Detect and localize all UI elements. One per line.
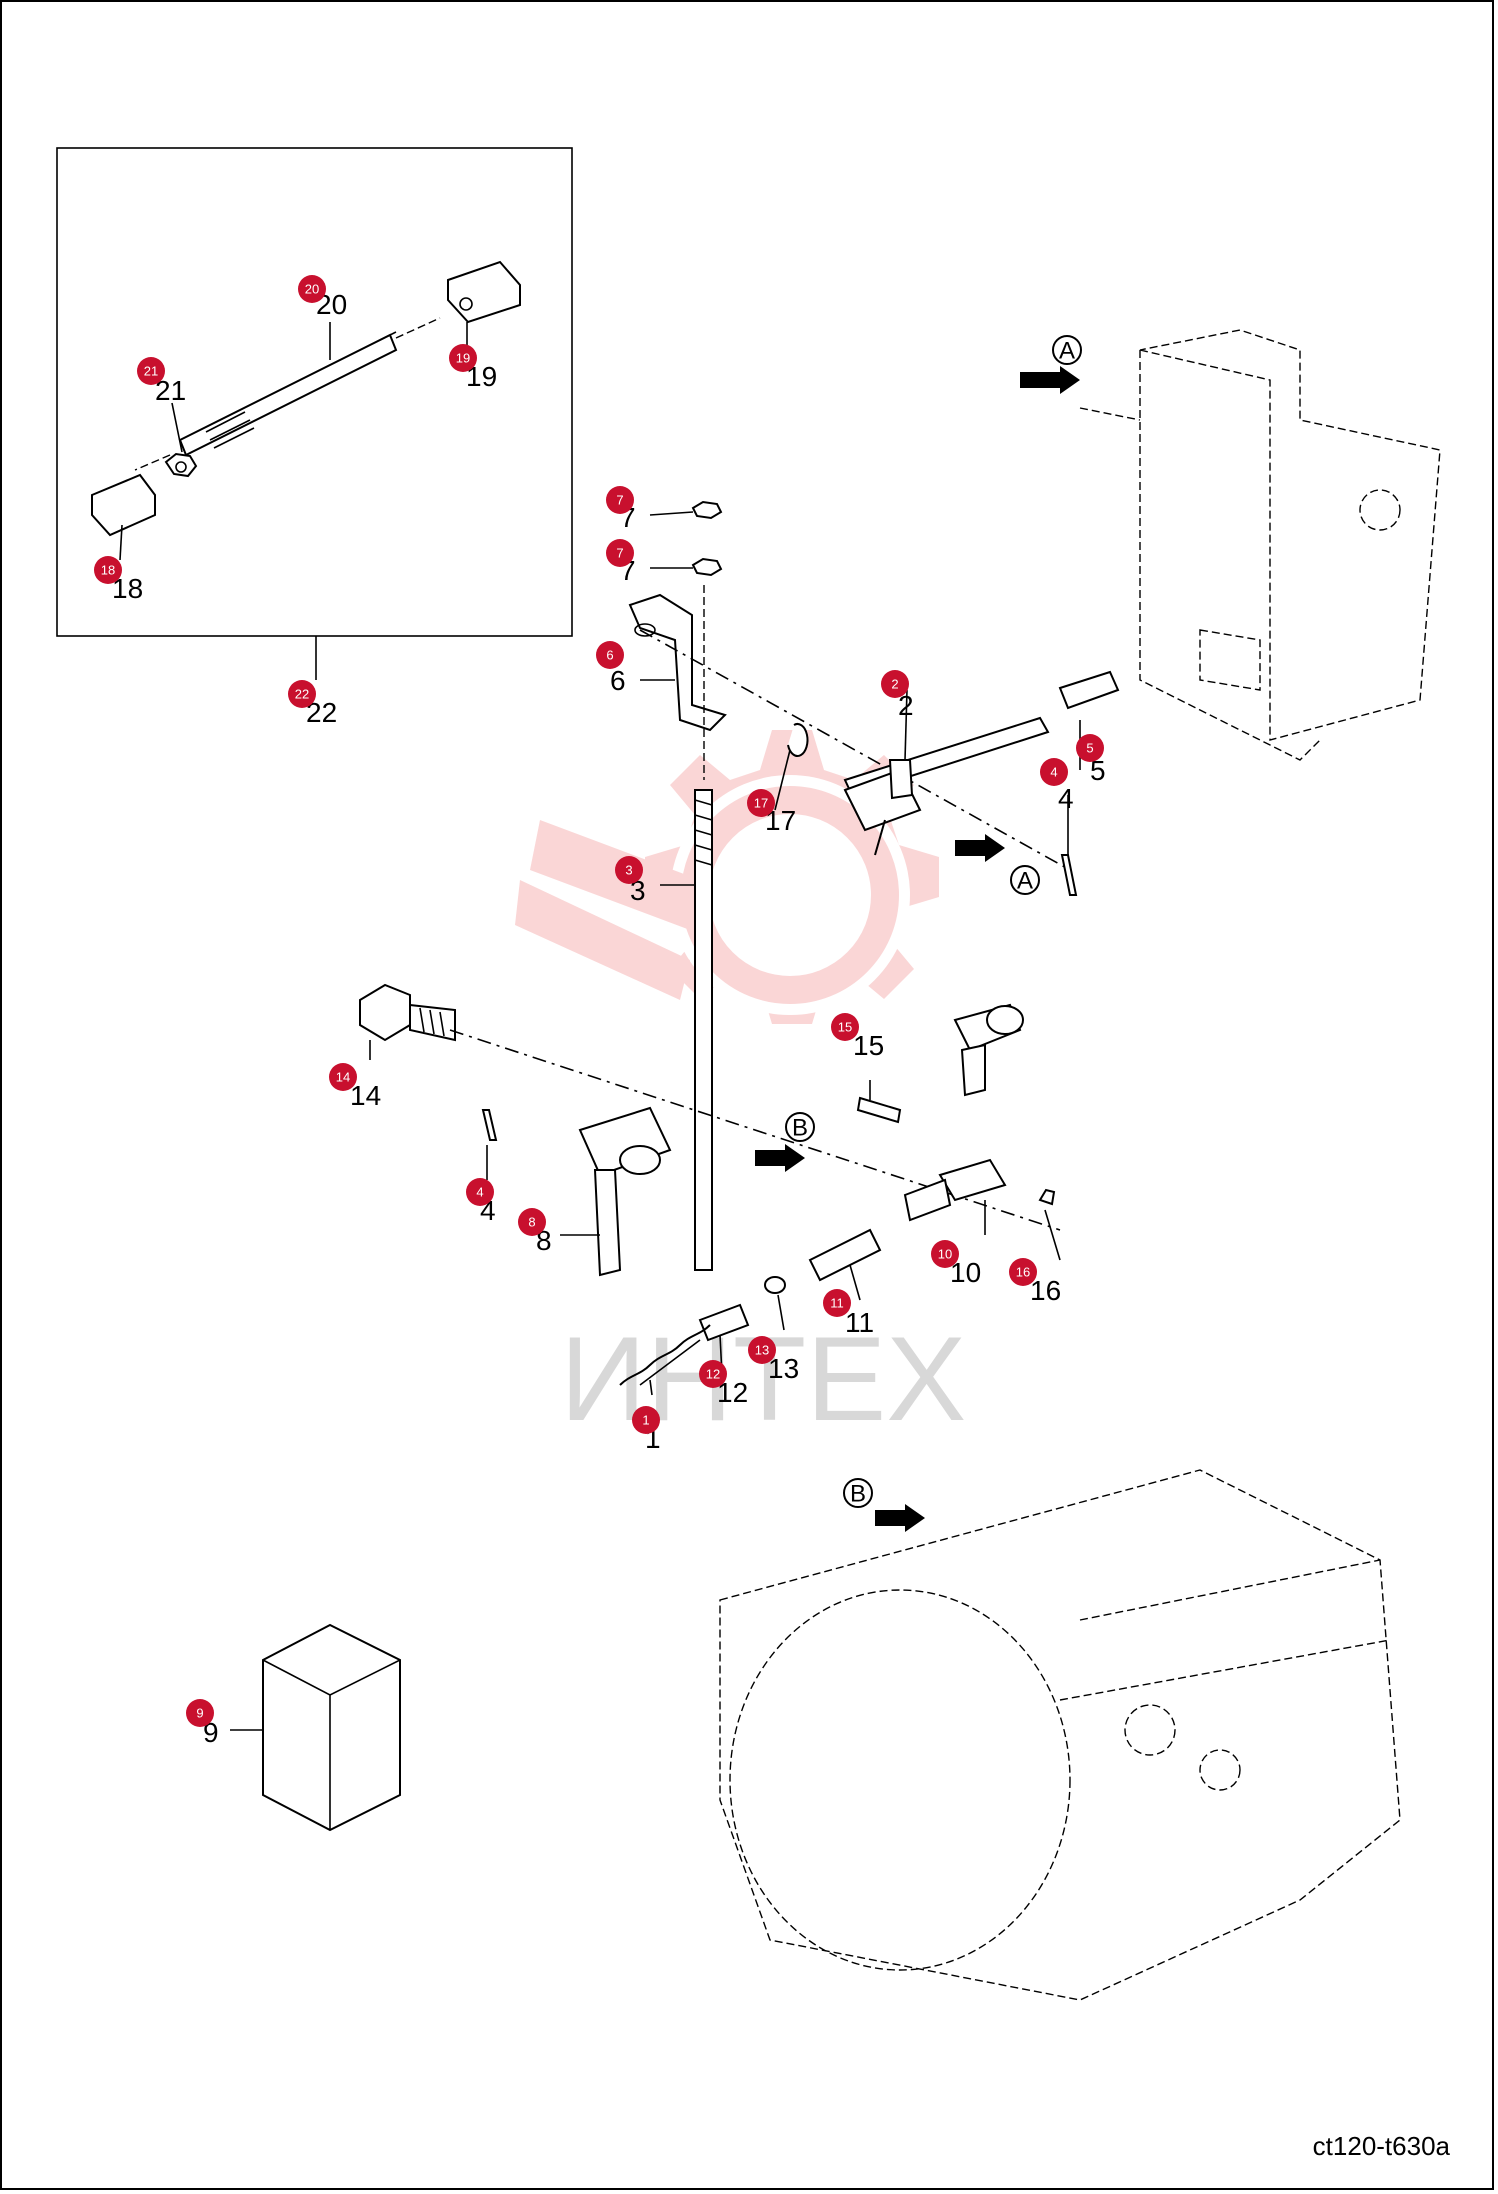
svg-text:2: 2	[891, 677, 898, 692]
svg-text:6: 6	[606, 648, 613, 663]
leader-lines	[119, 322, 1081, 1396]
part-number-5: 5	[1090, 755, 1106, 786]
nut-upper-part	[691, 500, 723, 520]
part-number-14: 14	[350, 1080, 381, 1111]
badge-4b: 4	[466, 1178, 494, 1206]
badge-2: 2	[881, 670, 909, 698]
part-number-2: 2	[898, 690, 914, 721]
part-number-4a: 4	[1058, 783, 1074, 814]
badge-6: 6	[596, 641, 624, 669]
svg-text:17: 17	[754, 796, 768, 811]
callout-a-shaft: A	[1017, 868, 1033, 895]
shaft-lever-part	[843, 716, 1050, 856]
cotter-pin-upper-part	[1060, 854, 1078, 896]
badge-7b: 7	[606, 539, 634, 567]
svg-text:19: 19	[456, 351, 470, 366]
cotter-pin-lower-part	[481, 1109, 498, 1141]
return-spring-part	[619, 1324, 711, 1386]
svg-text:7: 7	[616, 493, 623, 508]
svg-text:9: 9	[196, 1706, 203, 1721]
callout-a-frame: A	[1059, 338, 1075, 365]
badge-5: 5	[1076, 734, 1104, 762]
clevis-pin-part	[856, 1096, 902, 1124]
badge-8: 8	[518, 1208, 546, 1236]
badge-22: 22	[288, 680, 316, 708]
nut-lower-part	[691, 557, 723, 577]
inset-box	[56, 147, 573, 680]
hex-nut-part	[164, 452, 198, 478]
mounting-frame-ghost	[1079, 329, 1441, 761]
callout-b-lever: B	[792, 1115, 808, 1142]
part-number-16: 16	[1030, 1275, 1061, 1306]
badge-7a: 7	[606, 486, 634, 514]
svg-text:7: 7	[616, 546, 623, 561]
svg-text:5: 5	[1086, 741, 1093, 756]
svg-text:21: 21	[144, 364, 158, 379]
badge-4a: 4	[1040, 758, 1068, 786]
part-badges: 20 19 21 18 22 7 7 6 2 5 4 17 3 15 14 4 …	[94, 275, 1104, 1727]
axis-line-upper	[639, 629, 1071, 871]
svg-text:1: 1	[642, 1413, 649, 1428]
drawing-reference-code: ct120-t630a	[1312, 2131, 1450, 2161]
watermark-text: ИНТЕХ	[560, 1312, 966, 1446]
spring-clip-part	[1038, 1188, 1056, 1206]
badge-10: 10	[931, 1240, 959, 1268]
arrow-a-shaft: A	[955, 834, 1040, 895]
badge-1: 1	[632, 1406, 660, 1434]
badge-11: 11	[823, 1289, 851, 1317]
badge-14: 14	[329, 1063, 357, 1091]
svg-text:8: 8	[528, 1215, 535, 1230]
badge-17: 17	[747, 789, 775, 817]
threaded-adapter-part	[698, 1303, 750, 1342]
svg-text:13: 13	[755, 1343, 769, 1358]
svg-text:15: 15	[838, 1020, 852, 1035]
lever-part	[578, 1106, 672, 1277]
clevis-block-top-part	[447, 260, 521, 324]
badge-19: 19	[449, 344, 477, 372]
badge-18: 18	[94, 556, 122, 584]
svg-text:3: 3	[625, 863, 632, 878]
svg-text:22: 22	[295, 687, 309, 702]
rod-end-clevis-part	[903, 1158, 1007, 1222]
badge-21: 21	[137, 357, 165, 385]
adjuster-rod-part	[694, 789, 713, 1271]
badge-3: 3	[615, 856, 643, 884]
jam-nut-part	[764, 1276, 786, 1294]
badge-9: 9	[186, 1699, 214, 1727]
part-number-6: 6	[610, 665, 626, 696]
clevis-block-bottom-part	[91, 473, 156, 537]
svg-text:10: 10	[938, 1247, 952, 1262]
bracket-part	[628, 593, 727, 732]
arrow-b-lever: B	[755, 1112, 815, 1172]
e-clip-upper-part	[787, 723, 809, 757]
svg-text:14: 14	[336, 1070, 350, 1085]
shoulder-bolt-part	[359, 983, 456, 1042]
part-number-11: 11	[845, 1307, 874, 1338]
threaded-rod-part	[134, 317, 441, 471]
svg-text:4: 4	[1050, 765, 1057, 780]
clevis-yoke-part	[953, 1003, 1024, 1097]
svg-text:11: 11	[830, 1296, 844, 1311]
badge-13: 13	[748, 1336, 776, 1364]
arrow-b-housing: B	[843, 1478, 925, 1532]
svg-text:16: 16	[1016, 1265, 1030, 1280]
badge-12: 12	[699, 1360, 727, 1388]
turnbuckle-sleeve-part	[808, 1228, 882, 1282]
pin-part	[1058, 670, 1120, 710]
svg-text:20: 20	[305, 282, 319, 297]
badge-15: 15	[831, 1013, 859, 1041]
badge-20: 20	[298, 275, 326, 303]
svg-text:12: 12	[706, 1367, 720, 1382]
part-number-15: 15	[853, 1030, 884, 1061]
kit-box-part	[230, 1623, 401, 1832]
transmission-housing-ghost	[719, 1469, 1401, 2001]
svg-text:18: 18	[101, 563, 115, 578]
arrow-a-frame: A	[1020, 335, 1082, 394]
callout-b-housing: B	[850, 1481, 866, 1508]
svg-text:4: 4	[476, 1185, 483, 1200]
badge-16: 16	[1009, 1258, 1037, 1286]
